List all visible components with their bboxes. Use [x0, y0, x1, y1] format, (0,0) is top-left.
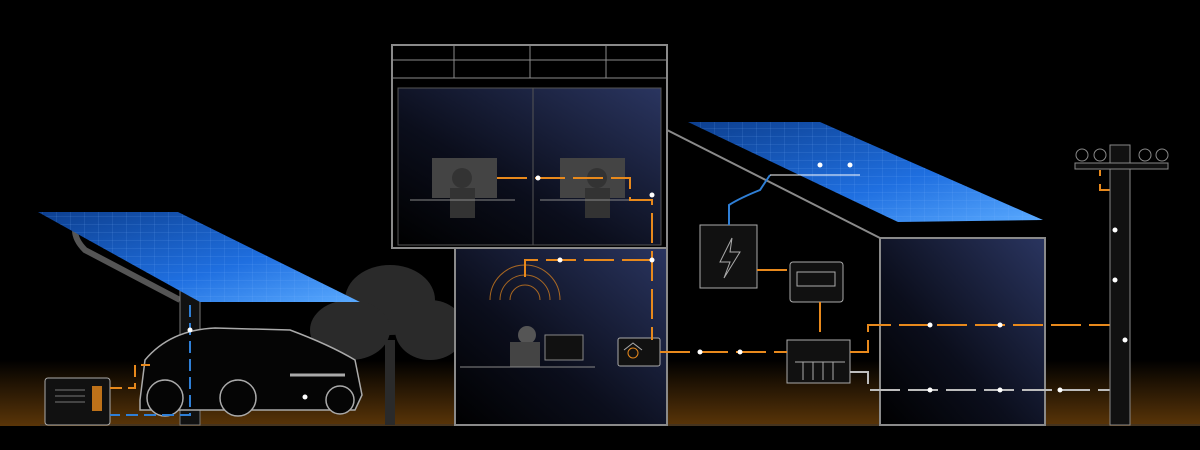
home-battery — [44, 377, 111, 426]
connection-node — [302, 394, 308, 400]
connection-node — [1122, 337, 1128, 343]
office-workers — [432, 158, 625, 218]
connection-node — [535, 175, 541, 181]
utility-pole — [1074, 144, 1169, 426]
connection-node — [1112, 227, 1118, 233]
smart-thermostat — [617, 337, 661, 367]
grid-line — [850, 371, 1120, 391]
connection-node — [997, 322, 1003, 328]
connection-node — [847, 162, 853, 168]
living-room — [454, 247, 668, 426]
connection-node — [1057, 387, 1063, 393]
tree-silhouette — [310, 265, 465, 425]
connection-node — [737, 349, 743, 355]
battery-power-line — [110, 364, 150, 389]
connection-node — [817, 162, 823, 168]
connection-node — [997, 387, 1003, 393]
energy-meter — [789, 261, 844, 303]
carport-solar-line — [110, 305, 191, 416]
house-middle-wall — [666, 129, 881, 425]
connection-nodes — [187, 162, 1128, 400]
connection-node — [927, 322, 933, 328]
garage-section — [879, 237, 1046, 426]
connection-node — [927, 387, 933, 393]
connection-node — [557, 257, 563, 263]
connection-node — [1112, 277, 1118, 283]
solar-inverter — [699, 224, 758, 289]
connection-node — [649, 257, 655, 263]
roof-solar-line — [728, 174, 771, 225]
connection-node — [697, 349, 703, 355]
house-upper-floor — [391, 44, 668, 249]
connection-node — [187, 327, 193, 333]
connection-node — [649, 192, 655, 198]
breaker-panel — [786, 339, 851, 384]
electric-car — [139, 327, 363, 417]
